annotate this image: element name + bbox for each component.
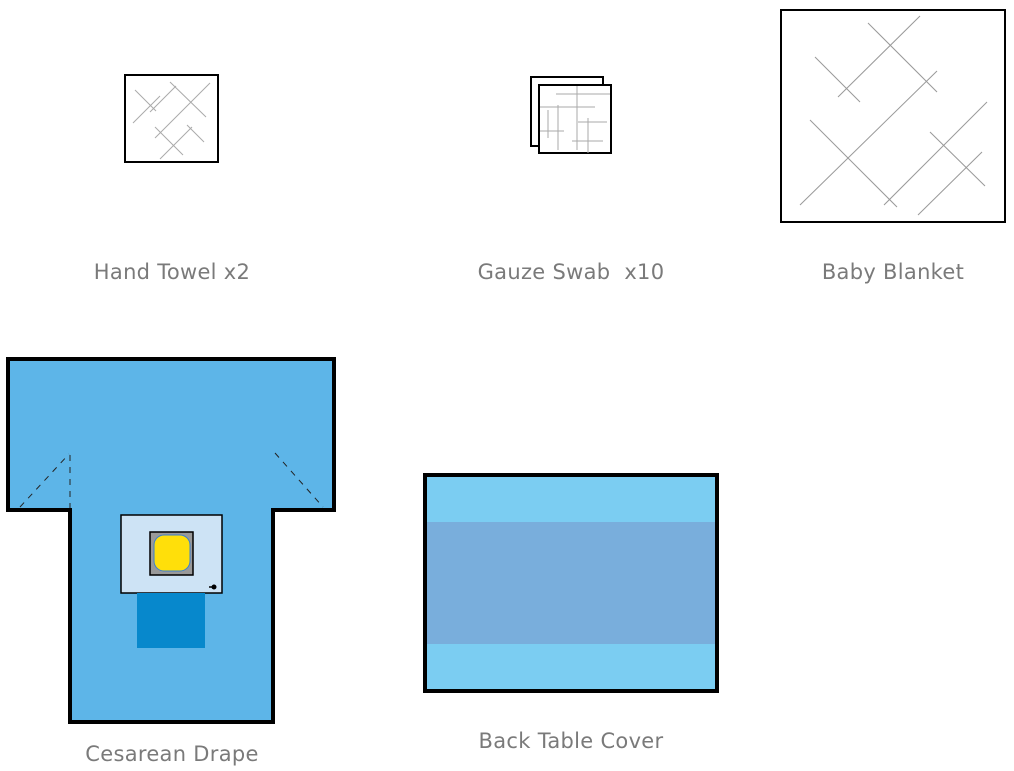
gauze-swab-icon xyxy=(530,76,612,154)
gauze-swab-label: Gauze Swab x10 xyxy=(477,260,665,284)
hand-towel-label: Hand Towel x2 xyxy=(93,260,251,284)
incise-area xyxy=(153,534,191,572)
cesarean-drape-label: Cesarean Drape xyxy=(85,742,259,766)
baby-blanket-label: Baby Blanket xyxy=(821,260,965,284)
cesarean-drape-icon xyxy=(6,357,336,724)
drape-pouch xyxy=(137,593,205,648)
baby-blanket-icon xyxy=(780,9,1006,223)
back-table-cover-icon xyxy=(423,473,719,693)
back-table-cover-label: Back Table Cover xyxy=(478,729,664,753)
hand-towel-icon xyxy=(124,74,219,163)
